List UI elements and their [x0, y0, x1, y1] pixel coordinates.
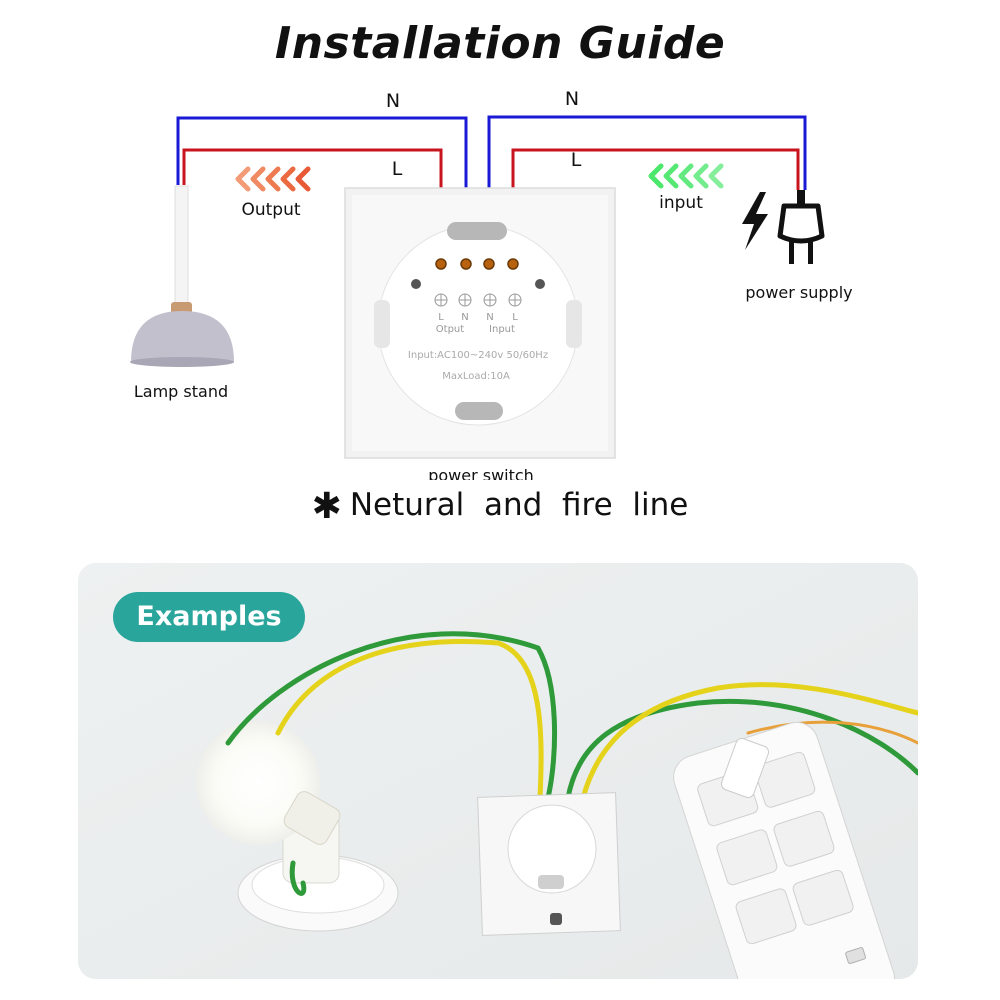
- terminal-label-1: L: [438, 312, 444, 323]
- green-wire-2: [289, 860, 307, 896]
- strip-plug: [720, 738, 770, 798]
- lamp-stand-icon: [130, 185, 234, 367]
- bulb-holder: [237, 812, 399, 932]
- right-neutral-label: N: [565, 88, 579, 110]
- orange-wire: [746, 720, 918, 745]
- power-switch-label: power switch: [428, 466, 534, 480]
- left-live-label: L: [392, 158, 403, 180]
- terminal-label-3: N: [486, 312, 493, 323]
- asterisk-icon: ✱: [311, 486, 342, 527]
- power-strip: [673, 721, 895, 979]
- lamp-stand-label: Lamp stand: [134, 382, 228, 401]
- output-label: Output: [241, 200, 300, 220]
- output-arrows-icon: [235, 166, 311, 192]
- output-group-label: Otput: [436, 324, 464, 335]
- input-group-label: Input: [489, 324, 515, 335]
- lightning-icon: [742, 192, 768, 250]
- left-neutral-label: N: [386, 90, 400, 112]
- right-live-label: L: [571, 149, 582, 171]
- page-title: Installation Guide: [274, 18, 726, 69]
- green-wire-1: [225, 631, 558, 801]
- terminal-label-2: N: [461, 312, 468, 323]
- power-supply-label: power supply: [745, 283, 852, 302]
- note-line: ✱Netural and fire line: [0, 486, 1000, 527]
- note-text: Netural and fire line: [349, 487, 689, 523]
- input-arrows-icon: [648, 163, 724, 189]
- green-wire-3: [565, 698, 918, 801]
- input-label: input: [659, 193, 703, 213]
- yellow-wire-1: [275, 638, 544, 801]
- plug-icon: [777, 190, 825, 264]
- yellow-wire-2: [580, 682, 918, 801]
- example-photo: [78, 563, 918, 979]
- switch-panel: L N N L Otput Input Input:AC100~240v 50/…: [344, 187, 616, 459]
- maxload-text: MaxLoad:10A: [442, 371, 510, 382]
- terminal-label-4: L: [512, 312, 518, 323]
- rating-text: Input:AC100~240v 50/60Hz: [408, 350, 548, 361]
- photo-switch: [477, 792, 621, 936]
- wiring-diagram: N L N L Output input power supply Lamp s…: [130, 88, 853, 480]
- examples-badge: Examples: [113, 592, 305, 642]
- light-bulb: [196, 721, 341, 845]
